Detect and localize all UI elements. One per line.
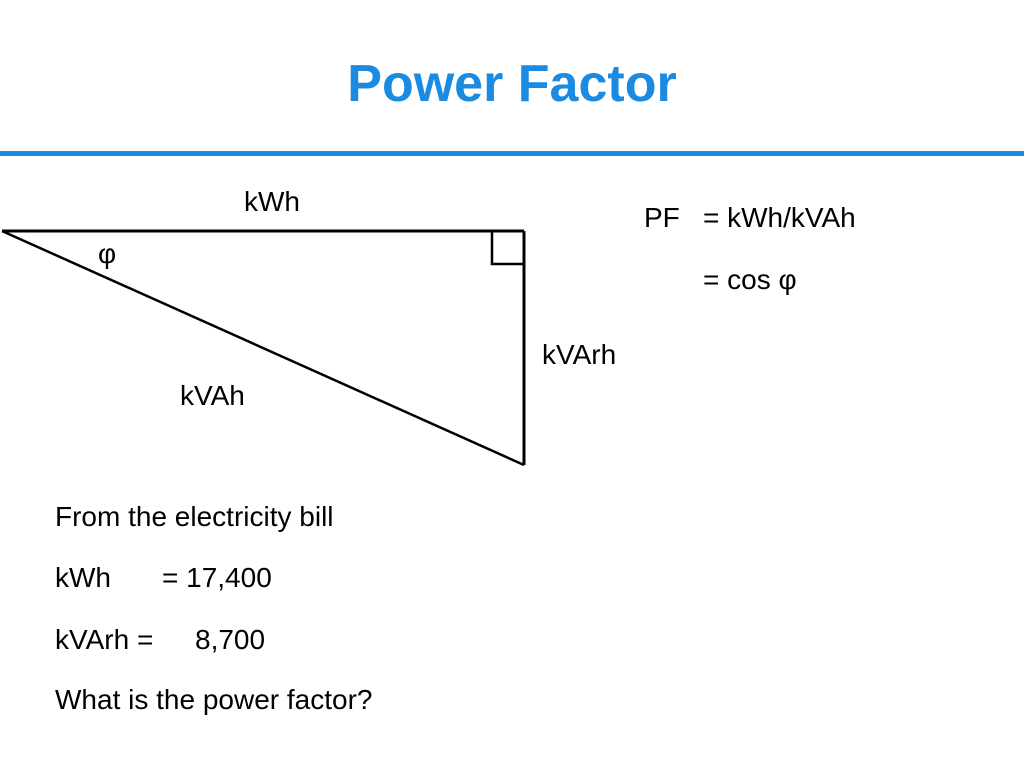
slide-title: Power Factor: [347, 55, 677, 113]
kwh-given-label: kWh: [55, 562, 111, 593]
bill-intro-text: From the electricity bill: [55, 501, 334, 532]
question-text: What is the power factor?: [55, 684, 373, 715]
angle-phi-label: φ: [98, 238, 117, 269]
pf-label: PF: [644, 202, 680, 233]
kvah-side-label: kVAh: [180, 380, 245, 411]
kvarh-side-label: kVArh: [542, 339, 617, 370]
kvarh-given-value: 8,700: [195, 624, 266, 655]
right-angle-marker: [490, 231, 524, 266]
kwh-side-label: kWh: [244, 186, 300, 217]
pf-formula-ratio: = kWh/kVAh: [703, 202, 856, 233]
title-divider: [0, 151, 1024, 156]
kwh-given-value: = 17,400: [162, 562, 272, 593]
kvah-side: [1, 229, 525, 467]
pf-formula-cos: = cos φ: [703, 264, 797, 295]
kvarh-given-label: kVArh =: [55, 624, 154, 655]
